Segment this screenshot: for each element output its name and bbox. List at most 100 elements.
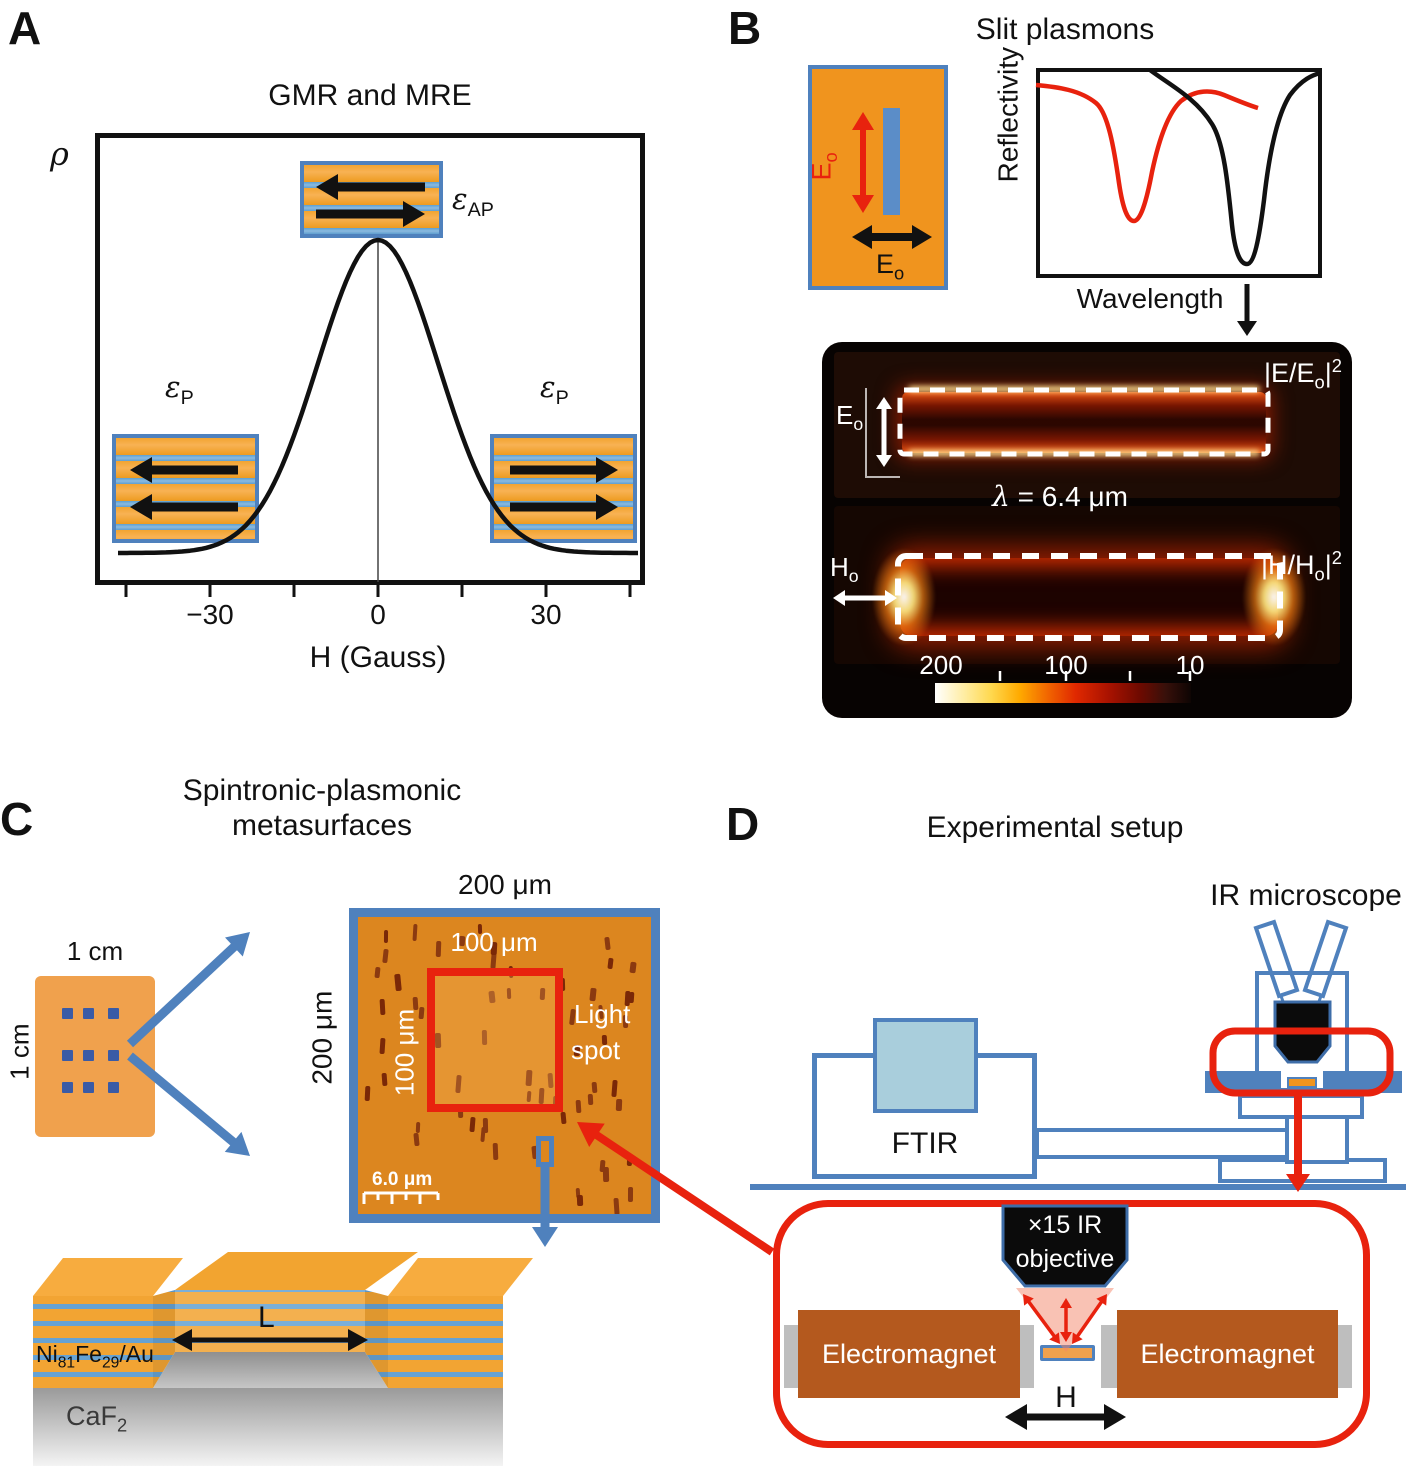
micrograph-slit xyxy=(629,961,637,974)
left-magnet-outer-cap xyxy=(784,1325,800,1388)
scalebar-label: 6.0 μm xyxy=(372,1169,433,1190)
right-slope-wall xyxy=(365,1290,388,1388)
micrograph-slit xyxy=(560,1112,567,1125)
e-symbol: E xyxy=(806,162,837,181)
caf-subscript: 2 xyxy=(117,1414,128,1436)
epsilon-p-subscript: P xyxy=(555,386,569,409)
stage-sample xyxy=(1287,1077,1317,1088)
micrograph-slit xyxy=(627,1186,633,1202)
right-electromagnet-label: Electromagnet xyxy=(1140,1338,1315,1369)
microscope-body xyxy=(1255,971,1349,1079)
micrograph-slit xyxy=(379,998,386,1016)
micrograph-slit xyxy=(469,1116,476,1132)
ni-text: Ni xyxy=(36,1341,58,1367)
epsilon-p-subscript: P xyxy=(180,386,194,409)
h-map-text: |H/H xyxy=(1261,550,1315,580)
left-block-top-face xyxy=(33,1258,183,1296)
epsilon-symbol: ε xyxy=(452,182,468,216)
colorbar-label-10: 10 xyxy=(1175,650,1205,680)
e-field-slit-glow xyxy=(902,392,1266,453)
epsilon-p-right-label: εP xyxy=(540,372,569,409)
micrograph-slit xyxy=(374,966,381,978)
left-magnet-inner-cap xyxy=(1018,1325,1034,1388)
micrograph-slit xyxy=(379,1038,385,1055)
e-map-close: | xyxy=(1324,358,1332,388)
micrograph-height-label: 200 μm xyxy=(306,990,338,1085)
e-symbol: E xyxy=(876,249,895,279)
metasurface-array-dot xyxy=(108,1082,119,1093)
sample-chip xyxy=(35,976,155,1137)
table-line xyxy=(750,1184,1406,1190)
panel-b-xlabel: Wavelength xyxy=(1076,283,1224,314)
h-map-sub: o xyxy=(1314,563,1325,585)
light-spot-outline xyxy=(427,968,563,1112)
panel-a-letter: A xyxy=(8,2,42,54)
fe-subscript: 29 xyxy=(101,1354,120,1372)
micrograph-slit xyxy=(364,1085,371,1102)
ftir-source-box xyxy=(873,1018,978,1113)
ftir-label: FTIR xyxy=(891,1127,959,1160)
panel-a-title: GMR and MRE xyxy=(268,79,472,112)
multilayer-stack-parallel-left xyxy=(112,434,259,543)
micrograph-slit xyxy=(383,930,389,944)
slit-schematic xyxy=(883,108,900,215)
magnetic-field-label: H xyxy=(1055,1381,1077,1414)
panel-c-letter: C xyxy=(0,793,34,845)
micrograph-slit xyxy=(575,1100,582,1114)
epsilon-symbol: ε xyxy=(165,370,181,404)
panel-c-title-line2: metasurfaces xyxy=(231,809,413,842)
metasurface-array-dot xyxy=(108,1050,119,1061)
arrow-head xyxy=(172,1329,192,1351)
right-electromagnet: Electromagnet xyxy=(1117,1310,1338,1398)
gold-film-schematic xyxy=(808,65,948,290)
colorbar-label-200: 200 xyxy=(919,650,963,680)
ir-microscope-drawing xyxy=(1035,919,1402,1183)
trench-floor xyxy=(153,1352,388,1388)
epsilon-ap-label: εAP xyxy=(452,184,494,221)
panel-a-xlabel: H (Gauss) xyxy=(309,641,447,674)
arrow-head xyxy=(225,932,250,957)
arrow-head xyxy=(348,1329,368,1351)
micrograph-width-label: 200 μm xyxy=(458,869,552,900)
arrow-head xyxy=(1237,321,1257,336)
micrograph-slit xyxy=(591,1082,598,1094)
multilayer-stack-parallel-right xyxy=(490,434,637,543)
panel-d-title: Experimental setup xyxy=(926,811,1184,844)
stage-sample-gap xyxy=(1281,1071,1323,1088)
right-magnet-outer-cap xyxy=(1336,1325,1352,1388)
micrograph-slit xyxy=(613,1198,620,1214)
e-map-text: |E/E xyxy=(1264,358,1315,388)
panel-c-title-line1: Spintronic-plasmonic xyxy=(182,774,462,807)
metasurface-micrograph: 100 μm 100 μm Light spot 6.0 μm xyxy=(349,908,660,1223)
h-field-left-end-glow xyxy=(872,548,936,646)
magnet-stage-highlight-box xyxy=(773,1200,1370,1448)
metasurface-array-dot xyxy=(83,1008,94,1019)
arrow-head xyxy=(532,1227,558,1247)
slit-length-label: L xyxy=(258,1301,275,1334)
ir-microscope-label: IR microscope xyxy=(1210,879,1402,912)
lightspot-height-label: 100 μm xyxy=(389,1008,420,1097)
e-symbol: E xyxy=(836,400,854,430)
arrow-head xyxy=(224,1131,250,1156)
tick-plus-30: 30 xyxy=(530,599,562,630)
e-map-sup: 2 xyxy=(1331,355,1342,376)
e-field-perpendicular-label: Eo xyxy=(806,136,842,196)
right-eyepiece xyxy=(1302,919,1349,999)
micrograph-slit xyxy=(411,923,418,941)
microscope-substage xyxy=(1238,1094,1364,1119)
metasurface-array-dot xyxy=(83,1082,94,1093)
panel-d-letter: D xyxy=(726,798,760,850)
e-subscript: o xyxy=(820,152,842,163)
metasurface-array-dot xyxy=(62,1082,73,1093)
e-field-bottom-edge-glow xyxy=(908,450,1260,456)
metasurface-array-dot xyxy=(62,1050,73,1061)
h-symbol: H xyxy=(830,552,849,582)
light-spot-caption-line1: Light xyxy=(574,999,631,1029)
h-map-label: |H/Ho|2 xyxy=(1178,548,1342,584)
ftir-microscope-connector xyxy=(1035,1128,1289,1159)
metasurface-array-dot xyxy=(108,1008,119,1019)
left-slope-wall xyxy=(153,1290,175,1388)
tick-zero: 0 xyxy=(370,599,386,630)
sample-width-label: 1 cm xyxy=(66,936,124,966)
